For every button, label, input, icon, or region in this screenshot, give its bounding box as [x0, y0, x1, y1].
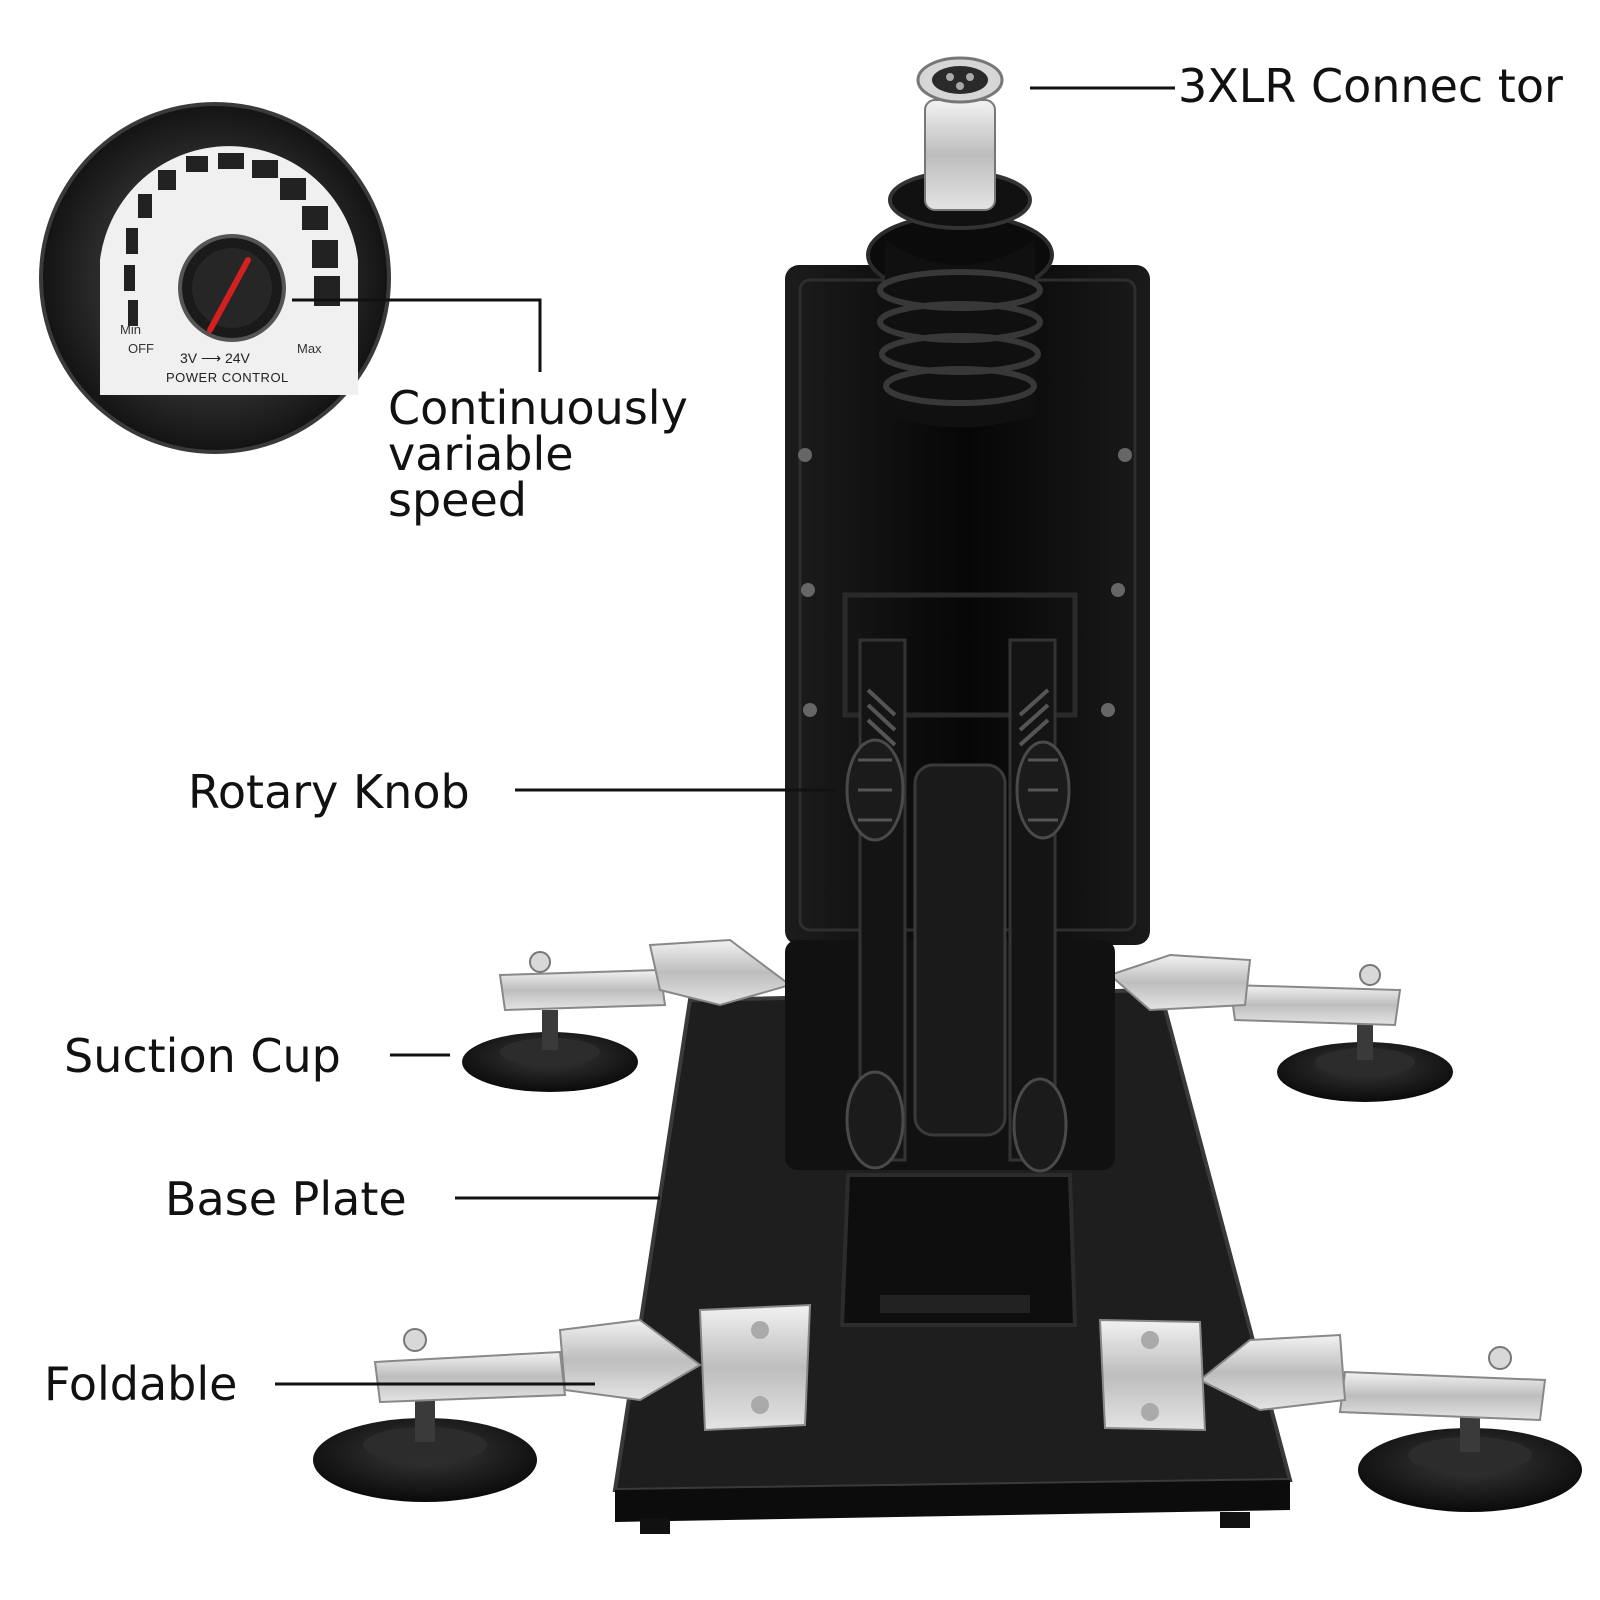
- dial-max-label: Max: [297, 341, 322, 356]
- callout-base-plate: Base Plate: [165, 1172, 407, 1226]
- suction-cup-icon: [313, 1010, 1582, 1512]
- dial-needle-icon: [207, 257, 251, 333]
- callout-suction-cup: Suction Cup: [64, 1029, 341, 1083]
- dial-off-label: OFF: [128, 341, 154, 356]
- leader-lines: [275, 86, 1175, 1386]
- callout-foldable: Foldable: [44, 1357, 238, 1411]
- xlr-connector-icon: [866, 56, 1054, 428]
- dial-caption: POWER CONTROL: [166, 370, 289, 385]
- callout-speed-line2: variable: [388, 427, 574, 481]
- hinge-icon: [373, 938, 1547, 1432]
- dial-range-label: 3V ⟶ 24V: [180, 350, 250, 366]
- rotary-knob-icon: [845, 738, 1071, 1173]
- callout-speed-line1: Continuously: [388, 381, 688, 435]
- callout-connector: 3XLR Connec tor: [1178, 59, 1563, 113]
- callout-speed-line3: speed: [388, 473, 527, 527]
- dial-min-label: Min: [120, 322, 141, 337]
- power-control-inset: [39, 102, 391, 454]
- callout-variable-speed: Continuously variable speed: [388, 385, 688, 523]
- callout-rotary-knob: Rotary Knob: [188, 765, 470, 819]
